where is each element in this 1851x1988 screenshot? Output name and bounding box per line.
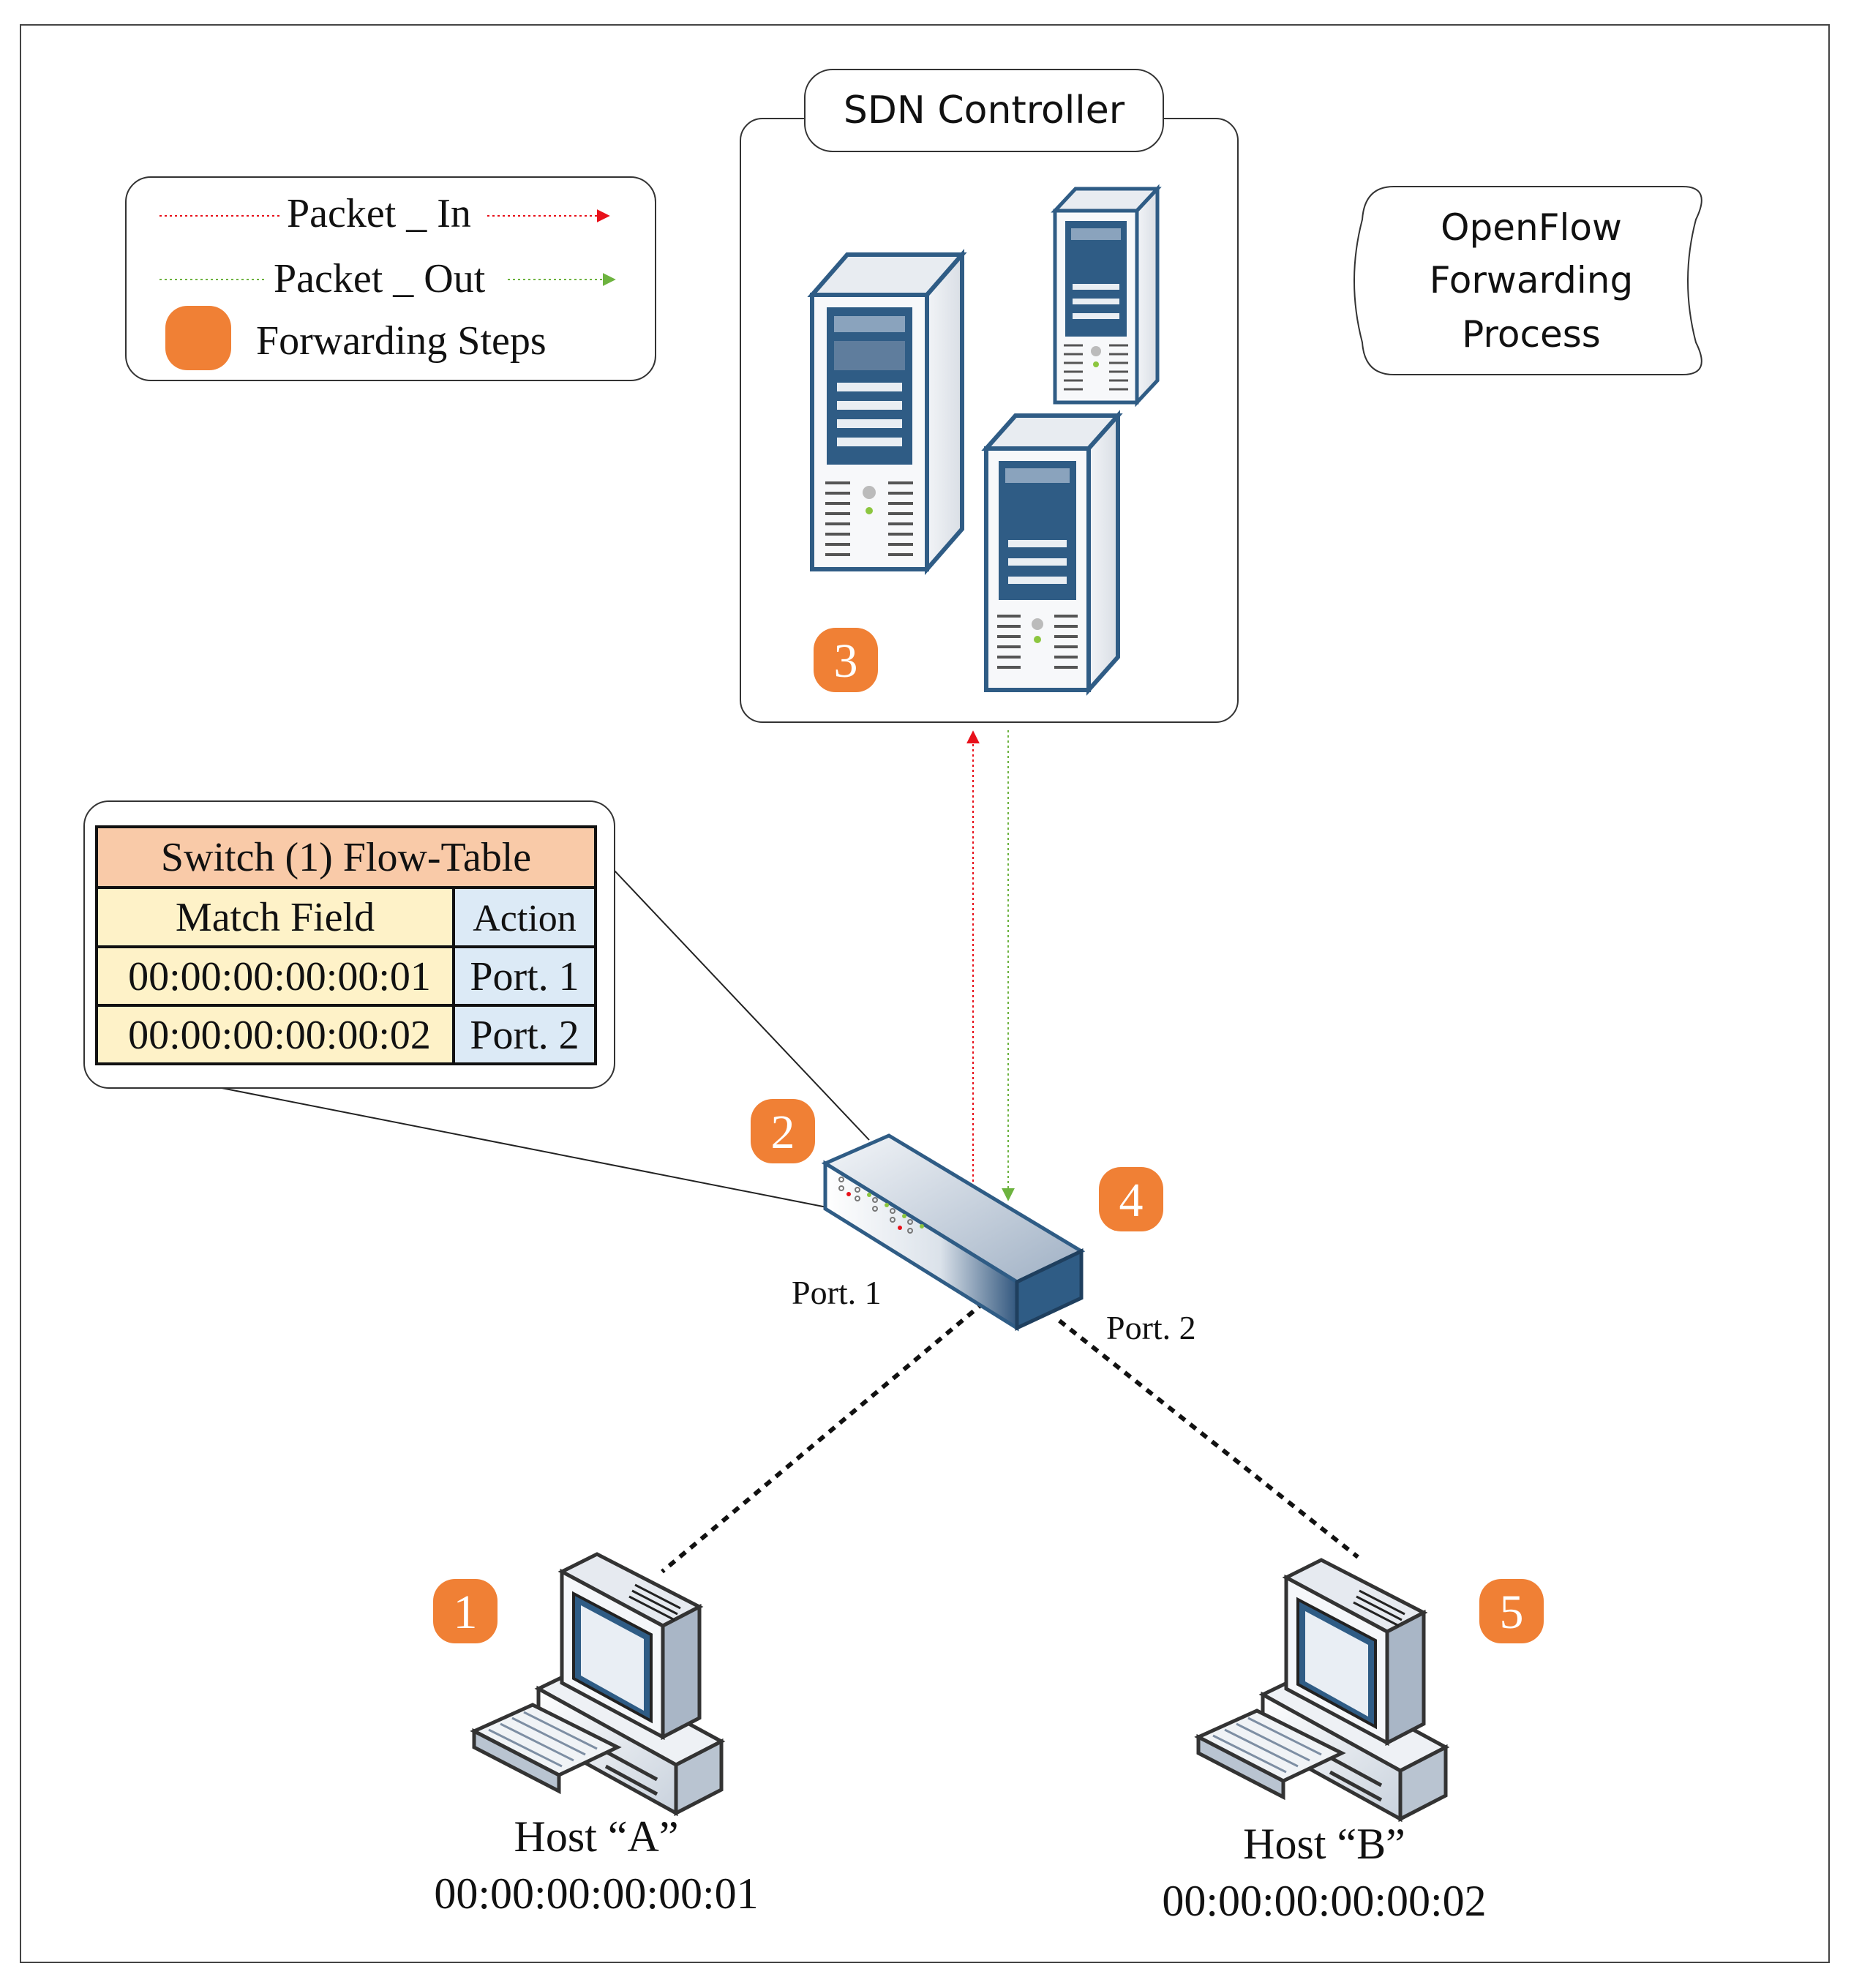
row-2-action: Port. 2 xyxy=(470,1013,579,1058)
legend-packet-in: Packet _ In xyxy=(287,191,471,236)
legend: Packet _ In Packet _ Out Forwarding Step… xyxy=(125,176,656,381)
process-line-2: Forwarding xyxy=(1430,259,1633,301)
header-action: Action xyxy=(473,898,577,939)
link-host-a xyxy=(661,1300,985,1574)
host-b-computer-icon xyxy=(1194,1558,1450,1823)
link-host-b xyxy=(1058,1319,1359,1559)
flow-table-title-cell xyxy=(95,825,597,889)
step-badge-1 xyxy=(433,1579,498,1643)
table-row: 00:00:00:00:00:01 Port. 1 xyxy=(95,945,597,1007)
flow-table-callout: Switch (1) Flow-Table Match Field Action… xyxy=(83,800,870,1208)
server-icon xyxy=(1051,184,1162,408)
process-line-3: Process xyxy=(1462,313,1601,356)
step-number-1: 1 xyxy=(454,1586,478,1639)
controller-title-box xyxy=(804,69,1164,152)
outer-frame xyxy=(20,24,1830,1963)
server-icon xyxy=(981,410,1123,696)
legend-packet-out: Packet _ Out xyxy=(274,256,486,301)
step-number-4: 4 xyxy=(1119,1174,1144,1227)
callout-pointer-bottom xyxy=(217,1087,827,1208)
flow-table-title: Switch (1) Flow-Table xyxy=(161,835,531,880)
header-match-field: Match Field xyxy=(176,895,375,940)
step-badge-4 xyxy=(1099,1167,1163,1231)
step-number-2: 2 xyxy=(771,1106,795,1159)
step-number-3: 3 xyxy=(834,634,858,688)
host-b-name: Host “B” xyxy=(1243,1820,1405,1868)
step-badge-2 xyxy=(751,1099,815,1163)
sdn-controller: SDN Controller xyxy=(740,69,1239,723)
host-a-name: Host “A” xyxy=(514,1812,679,1861)
host-b-mac: 00:00:00:00:00:02 xyxy=(1162,1877,1486,1925)
openflow-process-label: OpenFlow Forwarding Process xyxy=(1353,186,1702,375)
row-1-match: 00:00:00:00:00:01 xyxy=(128,954,431,999)
step-number-5: 5 xyxy=(1500,1586,1524,1639)
step-badge-5 xyxy=(1479,1579,1544,1643)
host-a-computer-icon xyxy=(470,1552,726,1817)
row-1-action: Port. 1 xyxy=(470,954,579,999)
controller-title: SDN Controller xyxy=(844,89,1125,132)
process-line-1: OpenFlow xyxy=(1441,206,1622,249)
step-badge-3 xyxy=(814,628,878,692)
port-1-label: Port. 1 xyxy=(792,1274,882,1311)
step-badge-icon xyxy=(165,306,231,370)
row-2-match: 00:00:00:00:00:02 xyxy=(128,1013,431,1058)
callout-pointer-top xyxy=(614,870,870,1141)
host-a-mac: 00:00:00:00:00:01 xyxy=(434,1869,758,1918)
legend-forwarding-steps: Forwarding Steps xyxy=(256,318,547,364)
server-icon xyxy=(807,249,967,575)
openflow-switch-icon xyxy=(821,1133,1086,1332)
table-row: 00:00:00:00:00:02 Port. 2 xyxy=(95,1004,597,1065)
port-2-label: Port. 2 xyxy=(1106,1309,1196,1346)
